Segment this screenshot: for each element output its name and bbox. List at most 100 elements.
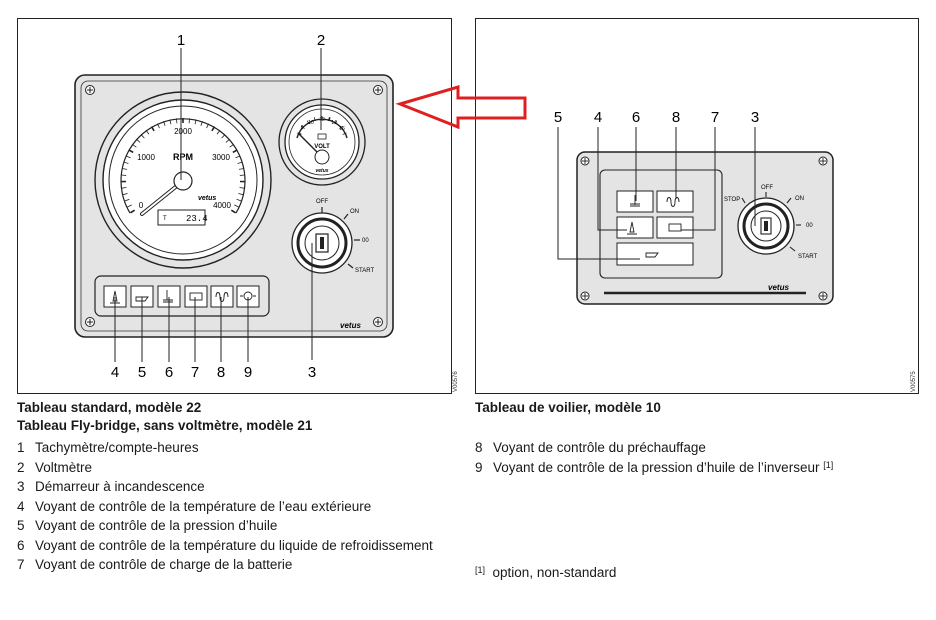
tach-brand: vetus bbox=[198, 195, 216, 202]
gauge-tick bbox=[232, 149, 238, 154]
callout-5: 5 bbox=[138, 364, 146, 381]
callout-7: 7 bbox=[191, 364, 199, 381]
battery-charge-light-r bbox=[656, 216, 694, 239]
key-on-label-r: ON bbox=[795, 196, 804, 202]
figure-code-left: V00576 bbox=[453, 371, 459, 392]
callout-r-3: 3 bbox=[751, 109, 759, 126]
oil-pressure-light-r bbox=[616, 242, 694, 266]
footnote-text: option, non-standard bbox=[492, 565, 617, 580]
gauge-tick bbox=[121, 187, 127, 189]
callout-r-8: 8 bbox=[672, 109, 680, 126]
gauge-tick bbox=[122, 168, 128, 170]
caption-model-22: Tableau standard, modèle 22 bbox=[17, 400, 202, 415]
key-off-label-r: OFF bbox=[761, 185, 773, 191]
volt-tick-10: 10 bbox=[308, 120, 314, 126]
gauge-tick bbox=[238, 168, 244, 170]
tach-tick-1000: 1000 bbox=[137, 153, 155, 162]
tach-tick-2000: 2000 bbox=[174, 127, 192, 136]
model-10-panel: vetus bbox=[576, 151, 834, 305]
tach-tick-0: 0 bbox=[139, 201, 144, 210]
callout-r-5: 5 bbox=[554, 109, 562, 126]
callout-r-4: 4 bbox=[594, 109, 602, 126]
callout-6: 6 bbox=[165, 364, 173, 381]
callout-3: 3 bbox=[308, 364, 316, 381]
gauge-tick bbox=[229, 144, 234, 148]
gauge-tick bbox=[136, 138, 141, 143]
gauge-tick bbox=[235, 155, 241, 159]
callout-4: 4 bbox=[111, 364, 119, 381]
gauge-tick bbox=[124, 198, 130, 202]
gauge-tick bbox=[129, 209, 136, 214]
gauge-tick bbox=[123, 161, 129, 164]
gauge-tick bbox=[176, 118, 178, 124]
gauge-tick bbox=[127, 204, 132, 208]
gauge-tick bbox=[200, 121, 203, 127]
tachometer: 0 1000 2000 3000 4000 RPM vetus T 23.4 bbox=[94, 91, 272, 269]
gauge-tick bbox=[206, 123, 209, 129]
tachometer-ticks bbox=[121, 118, 245, 214]
gauge-tick bbox=[145, 129, 150, 135]
gauge-tick bbox=[234, 204, 239, 208]
voltmeter-ticks bbox=[297, 116, 347, 136]
gauge-tick bbox=[238, 193, 244, 196]
callout-leaders-left bbox=[114, 48, 322, 362]
gauge-tick bbox=[128, 149, 134, 154]
volt-tick-8: 8 bbox=[301, 125, 304, 131]
gauge-tick bbox=[327, 116, 331, 122]
footnote: [1] option, non-standard bbox=[475, 564, 616, 581]
key-stop-label: STOP bbox=[724, 197, 740, 203]
preheat-symbol: 00 bbox=[362, 238, 369, 244]
panel-screw bbox=[85, 85, 383, 327]
callout-1: 1 bbox=[177, 32, 185, 49]
key-start-label-r: START bbox=[798, 254, 817, 260]
voltmeter: 8 10 12 14 16 VOLT vetus bbox=[278, 98, 366, 186]
callout-r-6: 6 bbox=[632, 109, 640, 126]
warning-light-strip-left: vetus bbox=[94, 275, 361, 330]
gauge-tick bbox=[122, 193, 128, 196]
volt-tick-14: 14 bbox=[331, 120, 337, 126]
hourmeter-prefix: T bbox=[163, 216, 167, 222]
volt-brand: vetus bbox=[315, 168, 328, 174]
gauge-tick bbox=[188, 118, 190, 124]
callout-2: 2 bbox=[317, 32, 325, 49]
hourmeter-display bbox=[157, 209, 206, 226]
gauge-tick bbox=[236, 198, 242, 202]
gauge-tick bbox=[342, 132, 347, 135]
callout-leaders-right bbox=[557, 127, 756, 260]
battery-icon bbox=[317, 133, 327, 140]
callout-r-7: 7 bbox=[711, 109, 719, 126]
gauge-tick bbox=[313, 117, 316, 122]
caption-model-21: Tableau Fly-bridge, sans voltmètre, modè… bbox=[17, 418, 313, 433]
gauge-tick bbox=[140, 134, 145, 139]
panel-brand-right: vetus bbox=[768, 283, 789, 292]
gauge-tick bbox=[230, 209, 237, 214]
panel-brand-left: vetus bbox=[340, 321, 361, 330]
gauge-tick bbox=[157, 123, 160, 129]
preheat-light bbox=[210, 285, 234, 308]
volt-label: VOLT bbox=[314, 144, 330, 150]
gauge-tick bbox=[211, 126, 216, 132]
tach-tick-3000: 3000 bbox=[212, 153, 230, 162]
key-start-label: START bbox=[355, 268, 374, 274]
hourmeter-value: 23.4 bbox=[186, 214, 208, 224]
gauge-tick bbox=[237, 161, 243, 164]
key-on-label: ON bbox=[350, 209, 359, 215]
key-switch-model-10: STOP OFF ON 00 START bbox=[724, 185, 817, 260]
caption-model-10: Tableau de voilier, modèle 10 bbox=[475, 400, 661, 415]
figure-code-right: V00575 bbox=[911, 371, 917, 392]
gauge-tick bbox=[301, 125, 305, 129]
tach-tick-4000: 4000 bbox=[213, 201, 231, 210]
gauge-tick bbox=[125, 155, 131, 159]
key-switch-model-22: OFF ON 00 START bbox=[291, 199, 374, 274]
callout-9: 9 bbox=[244, 364, 252, 381]
